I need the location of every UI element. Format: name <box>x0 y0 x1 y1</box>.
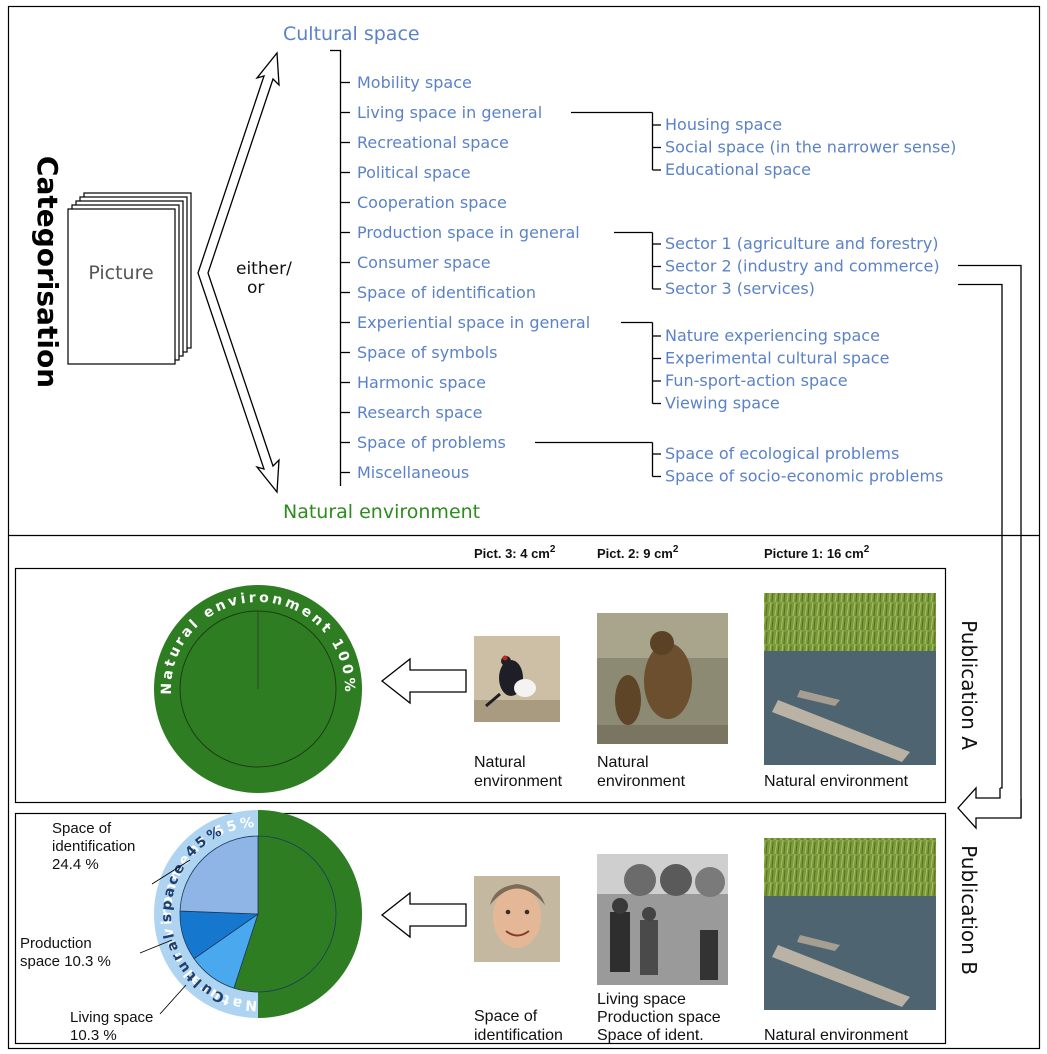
branch-consumer-space: Consumer space <box>357 253 491 272</box>
either-or-arrow <box>197 51 280 494</box>
photo-wetland-a <box>764 593 936 765</box>
pub-a-pict2-caption-2: environment <box>597 773 686 790</box>
pub-b-pict1-caption: Natural environment <box>764 1027 909 1044</box>
sub-nature-experiencing-space: Nature experiencing space <box>665 326 880 345</box>
branch-space-of-symbols: Space of symbols <box>357 343 497 362</box>
publication-b-label: Publication B <box>957 845 981 975</box>
pub-b-pict3-caption-1: Space of <box>474 1008 538 1025</box>
sub-sector-3-services: Sector 3 (services) <box>665 279 815 298</box>
publication-a-label: Publication A <box>957 620 981 750</box>
or-label: or <box>247 278 264 298</box>
branch-space-of-problems: Space of problems <box>357 433 506 452</box>
sub-social-space-in-the-narrower-sense: Social space (in the narrower sense) <box>665 138 956 157</box>
branch-recreational-space: Recreational space <box>357 133 509 152</box>
pub-a-pict2-caption-1: Natural <box>597 754 649 771</box>
publication-a-chart: Natural environment 100% <box>154 585 362 793</box>
natural-environment-heading: Natural environment <box>283 501 480 523</box>
slice-natural-environment <box>233 835 337 993</box>
branch-space-of-identification: Space of identification <box>357 283 536 302</box>
pub-b-pict2-caption-2: Production space <box>597 1009 721 1026</box>
sub-viewing-space: Viewing space <box>665 394 780 413</box>
branch-experiential-space-in-general: Experiential space in general <box>357 313 590 332</box>
publication-b-chart: Natural environment 55% Cultural space 4… <box>154 810 362 1018</box>
leader-living <box>159 984 187 1015</box>
pict1-header: Picture 1: 16 cm2 <box>764 544 870 561</box>
slice-label-production-1: Production <box>20 935 92 952</box>
photo-black-grouse <box>474 636 560 722</box>
branch-research-space: Research space <box>357 403 482 422</box>
pub-a-pict1-caption: Natural environment <box>764 773 909 790</box>
sub-space-of-socio-economic-problems: Space of socio-economic problems <box>665 467 943 486</box>
leader-identification <box>151 859 191 885</box>
branch-cooperation-space: Cooperation space <box>357 193 507 212</box>
picture-stack: Picture <box>67 192 192 365</box>
sub-housing-space: Housing space <box>665 115 782 134</box>
branch-production-space-in-general: Production space in general <box>357 223 580 242</box>
categorisation-title: Categorisation <box>31 156 64 388</box>
slice-label-living-2: 10.3 % <box>70 1027 117 1044</box>
slice-label-living-1: Living space <box>70 1009 153 1026</box>
either-label: either/ <box>236 259 292 279</box>
sub-educational-space: Educational space <box>665 160 811 179</box>
sub-space-of-ecological-problems: Space of ecological problems <box>665 444 899 463</box>
branch-harmonic-space: Harmonic space <box>357 373 486 392</box>
branch-political-space: Political space <box>357 163 471 182</box>
branch-miscellaneous: Miscellaneous <box>357 463 469 482</box>
leader-production <box>139 939 173 954</box>
publication-b-frame <box>14 812 947 1045</box>
slice-label-identification-2: identification <box>52 838 135 855</box>
photo-portrait <box>474 876 560 962</box>
sector-connector-inner <box>958 283 1003 789</box>
slice-label-identification-3: 24.4 % <box>52 856 99 873</box>
branch-living-space-in-general: Living space in general <box>357 103 542 122</box>
picture-label: Picture <box>88 262 153 284</box>
arrow-b <box>380 891 467 939</box>
branch-mobility-space: Mobility space <box>357 73 472 92</box>
pict2-header: Pict. 2: 9 cm2 <box>597 544 679 561</box>
photo-sawmill <box>597 854 728 985</box>
photo-marmots <box>597 613 728 744</box>
pict3-header: Pict. 3: 4 cm2 <box>474 544 556 561</box>
sub-sector-1-agriculture-and-forestry: Sector 1 (agriculture and forestry) <box>665 234 939 253</box>
slice-label-identification-1: Space of <box>52 820 112 837</box>
sub-fun-sport-action-space: Fun-sport-action space <box>665 371 848 390</box>
pub-a-pict3-caption-1: Natural <box>474 754 526 771</box>
slice-space-of-identification <box>179 835 259 915</box>
pub-b-pict2-caption-1: Living space <box>597 991 686 1008</box>
sub-experimental-cultural-space: Experimental cultural space <box>665 349 889 368</box>
cultural-space-heading: Cultural space <box>283 23 420 45</box>
pub-a-pict3-caption-2: environment <box>474 773 563 790</box>
arrow-a <box>380 657 467 705</box>
publication-b-arrow <box>957 786 1022 830</box>
photo-wetland-b <box>764 838 936 1010</box>
sub-sector-2-industry-and-commerce: Sector 2 (industry and commerce) <box>665 257 940 276</box>
outer-frame <box>7 5 1041 1050</box>
pub-b-pict2-caption-3: Space of ident. <box>597 1027 704 1044</box>
publication-a-frame <box>14 567 947 804</box>
pub-b-pict3-caption-2: identification <box>474 1027 563 1044</box>
slice-label-production-2: space 10.3 % <box>20 953 111 970</box>
